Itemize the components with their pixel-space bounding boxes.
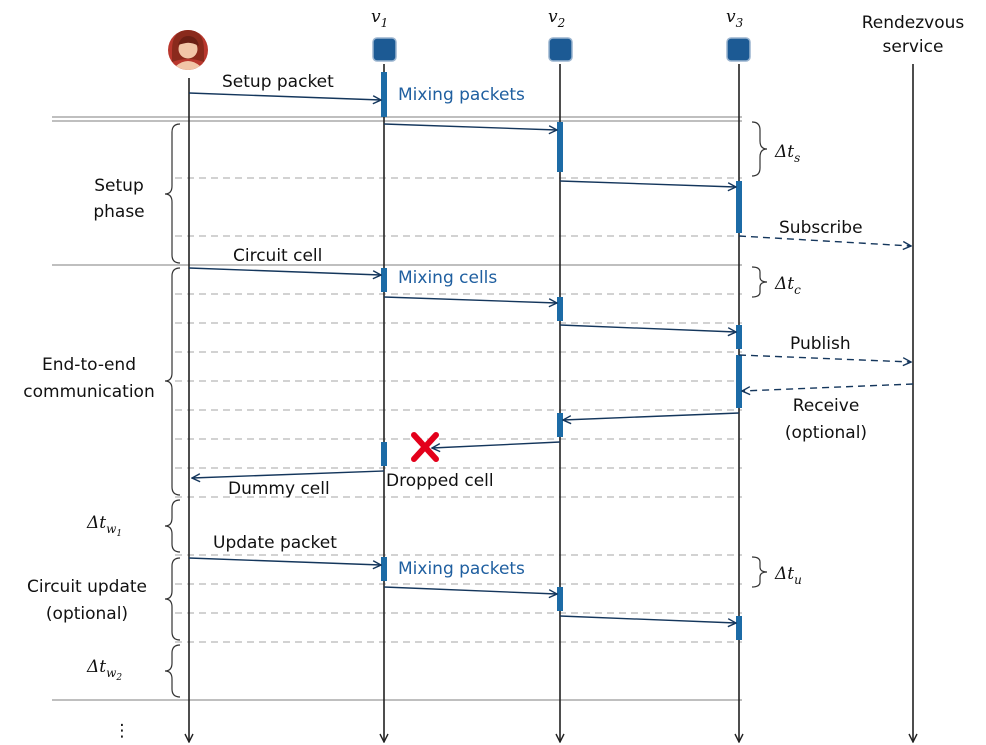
- delta-tw2-label: Δtw2: [86, 657, 122, 683]
- phase-e2e-line1: End-to-end: [42, 355, 136, 375]
- brace-circuit-update: [164, 557, 181, 641]
- relay-node-icon-v2: [548, 37, 573, 62]
- brace-delta-tc: [751, 266, 768, 298]
- rendezvous-label-line2: service: [883, 37, 944, 57]
- arrow-v1-v2-cell: [383, 296, 557, 303]
- label-mixing-cells: Mixing cells: [398, 268, 497, 288]
- label-dummy-cell: Dummy cell: [228, 479, 330, 499]
- brace-end-to-end: [164, 267, 181, 496]
- delta-tu-label: Δtu: [774, 564, 802, 587]
- label-circuit-cell: Circuit cell: [233, 246, 322, 266]
- arrow-publish: [738, 354, 911, 362]
- arrow-dummy-cell: [192, 470, 385, 478]
- label-receive-line2: (optional): [785, 423, 867, 443]
- label-receive-line1: Receive: [793, 396, 860, 416]
- grid-lines: [175, 177, 742, 643]
- brace-wait-1: [164, 499, 181, 553]
- arrow-receive: [742, 383, 914, 391]
- arrow-subscribe: [738, 235, 911, 246]
- participant-v1-label: v1: [371, 7, 388, 30]
- brace-delta-ts: [751, 121, 768, 177]
- continuation-dots: ⋮: [114, 721, 131, 741]
- label-mixing-packets-1: Mixing packets: [398, 85, 525, 105]
- phase-update-line2: (optional): [46, 604, 128, 624]
- arrow-circuit-cell: [188, 267, 381, 275]
- delta-tw1-label: Δtw1: [86, 513, 122, 539]
- participant-v3-label: v3: [726, 7, 744, 30]
- label-setup-packet: Setup packet: [222, 72, 334, 92]
- label-publish: Publish: [790, 334, 851, 354]
- label-dropped-cell: Dropped cell: [386, 471, 494, 491]
- label-mixing-packets-2: Mixing packets: [398, 559, 525, 579]
- red-x-icon: [411, 432, 439, 462]
- arrow-setup-packet: [188, 92, 381, 100]
- arrow-v3-v2-return: [563, 412, 740, 420]
- arrow-v1-v2-setup: [383, 123, 557, 130]
- arrow-v1-v2-update: [383, 586, 557, 594]
- arrow-v2-v3-setup: [559, 180, 736, 187]
- label-update-packet: Update packet: [213, 533, 337, 553]
- phase-e2e-line2: communication: [23, 382, 154, 402]
- phase-setup-line2: phase: [93, 202, 144, 222]
- delta-ts-label: Δts: [774, 142, 800, 165]
- label-subscribe: Subscribe: [779, 218, 863, 238]
- phase-setup-line1: Setup: [94, 176, 143, 196]
- brace-wait-2: [164, 644, 181, 698]
- arrow-update-packet: [188, 557, 381, 565]
- brace-setup-phase: [164, 123, 181, 264]
- relay-node-icon-v3: [726, 37, 751, 62]
- brace-delta-tu: [751, 556, 768, 588]
- arrow-v2-v3-cell: [559, 324, 736, 332]
- rendezvous-label-line1: Rendezvous: [862, 13, 965, 33]
- phase-update-line1: Circuit update: [27, 577, 147, 597]
- relay-node-icon-v1: [372, 37, 397, 62]
- participant-v2-label: v2: [548, 7, 565, 30]
- arrow-v2-dropped: [432, 441, 561, 448]
- delta-tc-label: Δtc: [774, 274, 801, 297]
- processing-bars: [381, 72, 742, 640]
- user-avatar-icon: [168, 30, 208, 70]
- arrow-v2-v3-update: [559, 615, 736, 623]
